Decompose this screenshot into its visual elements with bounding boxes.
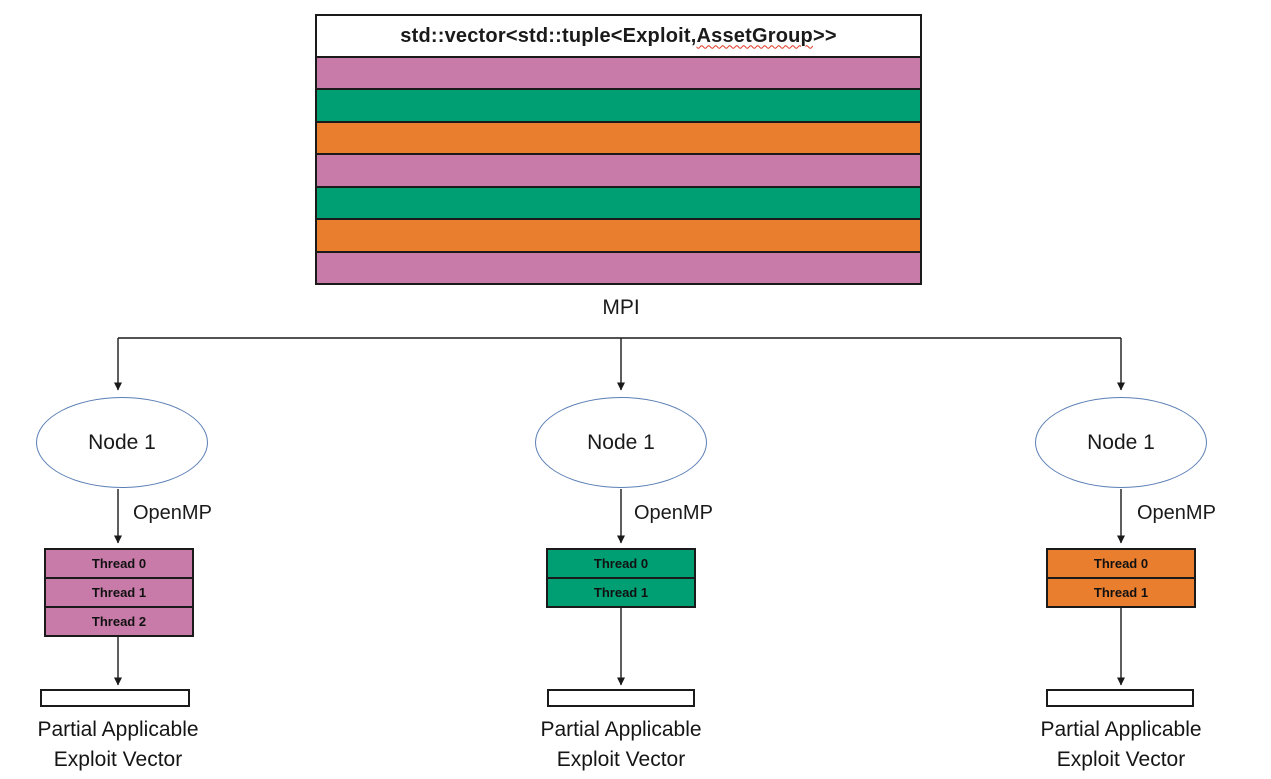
- partial-vector-caption-center: Partial Applicable Exploit Vector: [501, 715, 741, 775]
- partial-vector-caption-left: Partial Applicable Exploit Vector: [0, 715, 238, 775]
- vector-title-suffix: >>: [812, 24, 837, 47]
- vector-row-pink: [317, 155, 920, 188]
- node-ellipse-right: Node 1: [1035, 397, 1207, 488]
- vector-row-pink: [317, 252, 920, 283]
- partial-vector-box-center: [547, 689, 695, 707]
- thread-row: Thread 0: [548, 550, 694, 579]
- node-label: Node 1: [88, 430, 156, 454]
- partial-vector-box-left: [40, 689, 190, 707]
- caption-line1: Partial Applicable: [37, 718, 199, 741]
- thread-row: Thread 1: [1048, 579, 1194, 606]
- tuple-vector-box: std::vector<std::tuple<Exploit, AssetGro…: [315, 14, 922, 285]
- vector-title: std::vector<std::tuple<Exploit, AssetGro…: [317, 16, 920, 58]
- thread-row: Thread 1: [548, 579, 694, 606]
- thread-row: Thread 2: [46, 608, 192, 635]
- vector-row-orange: [317, 122, 920, 156]
- vector-title-misspelled-word: AssetGroup: [696, 24, 813, 47]
- openmp-label-center: OpenMP: [634, 502, 713, 524]
- vector-row-pink: [317, 58, 920, 91]
- caption-line1: Partial Applicable: [1040, 718, 1202, 741]
- node-label: Node 1: [587, 430, 655, 454]
- node-ellipse-center: Node 1: [535, 397, 707, 488]
- vector-title-prefix: std::vector<std::tuple<Exploit,: [400, 24, 697, 47]
- caption-line1: Partial Applicable: [540, 718, 702, 741]
- vector-row-green: [317, 90, 920, 123]
- caption-line2: Exploit Vector: [53, 748, 183, 771]
- node-label: Node 1: [1087, 430, 1155, 454]
- thread-row: Thread 1: [46, 579, 192, 608]
- caption-line2: Exploit Vector: [556, 748, 686, 771]
- thread-row: Thread 0: [46, 550, 192, 579]
- partial-vector-caption-right: Partial Applicable Exploit Vector: [1001, 715, 1241, 775]
- openmp-label-right: OpenMP: [1137, 502, 1216, 524]
- partial-vector-box-right: [1046, 689, 1194, 707]
- thread-row: Thread 0: [1048, 550, 1194, 579]
- vector-row-green: [317, 187, 920, 221]
- node-ellipse-left: Node 1: [36, 397, 208, 488]
- caption-line2: Exploit Vector: [1056, 748, 1186, 771]
- vector-rows: [317, 58, 920, 283]
- openmp-label-left: OpenMP: [133, 502, 212, 524]
- mpi-label: MPI: [602, 296, 640, 319]
- vector-row-orange: [317, 220, 920, 253]
